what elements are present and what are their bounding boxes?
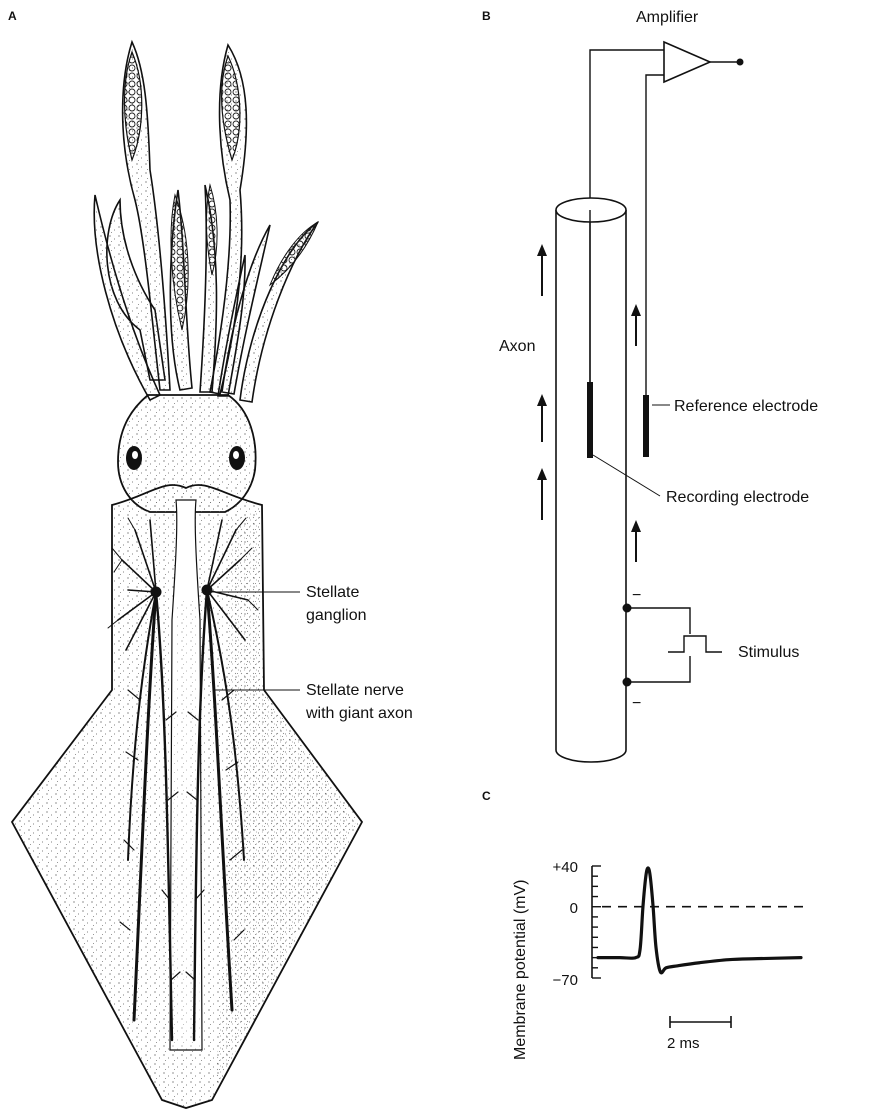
squid-illustration: [12, 42, 362, 1108]
y-axis: [592, 866, 601, 978]
reference-wire: [646, 75, 664, 395]
stellate-ganglion-label-1: Stellate: [306, 584, 359, 601]
panel-a-letter: A: [8, 9, 17, 23]
plot-area: [598, 868, 806, 973]
recording-electrode: [587, 382, 593, 458]
reference-electrode: [643, 395, 649, 457]
arm-suckers-right: [270, 222, 318, 285]
stellate-nerve-label-1: Stellate nerve: [306, 682, 404, 699]
panel-a: A: [8, 9, 413, 1108]
stimulus-minus-top: −: [632, 587, 641, 604]
tick-label-zero: 0: [570, 900, 578, 917]
stimulus-minus-bottom: −: [632, 695, 641, 712]
scale-bar-label: 2 ms: [667, 1035, 700, 1052]
amplifier-output-terminal: [737, 59, 744, 66]
panel-c-letter: C: [482, 789, 491, 803]
reference-electrode-label: Reference electrode: [674, 398, 818, 415]
y-axis-label: Membrane potential (mV): [512, 879, 529, 1060]
panel-b: B Amplifier Reference electrode Recordin…: [482, 9, 818, 762]
stimulus-circuit: [623, 604, 723, 687]
tick-label-minus70: −70: [553, 972, 578, 989]
time-scale-bar: [670, 1016, 731, 1028]
right-eye-highlight: [233, 451, 239, 459]
stellate-nerve-label-2: with giant axon: [305, 705, 413, 722]
axon-cylinder: [556, 198, 626, 762]
recording-electrode-label: Recording electrode: [666, 489, 809, 506]
panel-b-letter: B: [482, 9, 491, 23]
left-eye-highlight: [132, 451, 138, 459]
panel-c: C Membrane potential (mV) +40 0 −70 2 ms: [482, 789, 806, 1060]
action-potential-trace: [598, 868, 801, 973]
stellate-ganglion-label-2: ganglion: [306, 607, 367, 624]
axon-label: Axon: [499, 338, 535, 355]
amplifier-label: Amplifier: [636, 9, 699, 26]
amplifier-icon: [664, 42, 710, 82]
tick-label-plus40: +40: [553, 859, 578, 876]
stimulus-pulse-icon: [668, 636, 722, 652]
stimulus-label: Stimulus: [738, 644, 799, 661]
